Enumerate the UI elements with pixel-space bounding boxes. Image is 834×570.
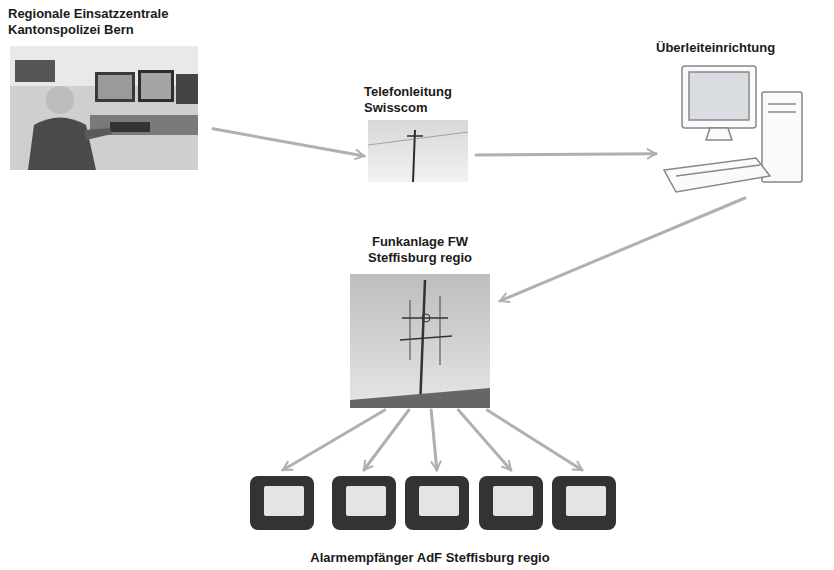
station-label: Funkanlage FW Steffisburg regio [340, 234, 500, 410]
antenna-arm [402, 317, 448, 319]
antenna-rod [410, 300, 411, 360]
keys [676, 165, 760, 176]
pager-body [405, 476, 469, 530]
pager-icon [405, 476, 469, 530]
head [46, 86, 74, 114]
station-label: Regionale Einsatzzentrale Kantonspolizei… [8, 6, 213, 172]
control-room-photo [10, 46, 198, 170]
photo-ground [10, 46, 198, 170]
computer-icon [664, 66, 802, 192]
mast [420, 280, 425, 408]
pager-display [566, 486, 606, 516]
antenna-photo [350, 274, 490, 408]
flow-arrow [476, 154, 656, 155]
screen [98, 75, 132, 99]
roof [350, 388, 490, 408]
pager-body [250, 476, 314, 530]
station-label: Überleiteinrichtung [656, 40, 812, 198]
tower [762, 92, 802, 182]
sky [368, 120, 468, 182]
pager-icon [250, 476, 314, 530]
station-label: Telefonleitung Swisscom [364, 84, 476, 184]
pagers [250, 476, 616, 530]
receiver-group: Alarmempfänger AdF Steffisburg regio [240, 470, 620, 566]
pager-icon [552, 476, 616, 530]
crossbar [407, 135, 423, 137]
antenna-ring [422, 314, 430, 322]
monitor [15, 60, 55, 82]
wire [368, 132, 468, 145]
person [28, 118, 96, 171]
pager-icon [479, 476, 543, 530]
stand [706, 128, 732, 140]
screen [141, 73, 171, 99]
drive [768, 111, 796, 113]
station-heading: Überleiteinrichtung [656, 40, 812, 56]
drive [768, 103, 796, 105]
pager-display [493, 486, 533, 516]
pole [413, 130, 415, 182]
pager-body [479, 476, 543, 530]
sky [350, 274, 490, 408]
monitor [176, 74, 198, 104]
flow-arrow [500, 198, 745, 301]
pager-display [264, 486, 304, 516]
monitor [682, 66, 756, 128]
caption-label: Alarmempfänger AdF Steffisburg regio [240, 550, 620, 566]
antenna-arm [400, 336, 452, 340]
keyboard [664, 158, 770, 192]
monitor [95, 72, 135, 102]
flow-arrow [487, 410, 582, 470]
station-heading: Funkanlage FW Steffisburg regio [340, 234, 500, 266]
pager-display [346, 486, 386, 516]
monitor [138, 70, 174, 102]
pager-icon [332, 476, 396, 530]
flow-arrow [213, 129, 364, 156]
screen [689, 72, 749, 120]
pager-body [332, 476, 396, 530]
keyboard [110, 122, 150, 132]
antenna-rod [440, 296, 441, 365]
pager-body [552, 476, 616, 530]
pager-display [419, 486, 459, 516]
station-heading: Regionale Einsatzzentrale Kantonspolizei… [8, 6, 213, 38]
flow-arrow [364, 410, 409, 470]
arm [84, 128, 112, 140]
flow-arrow [431, 410, 437, 470]
telephone-line-photo [368, 120, 468, 182]
station-heading: Telefonleitung Swisscom [364, 84, 476, 116]
